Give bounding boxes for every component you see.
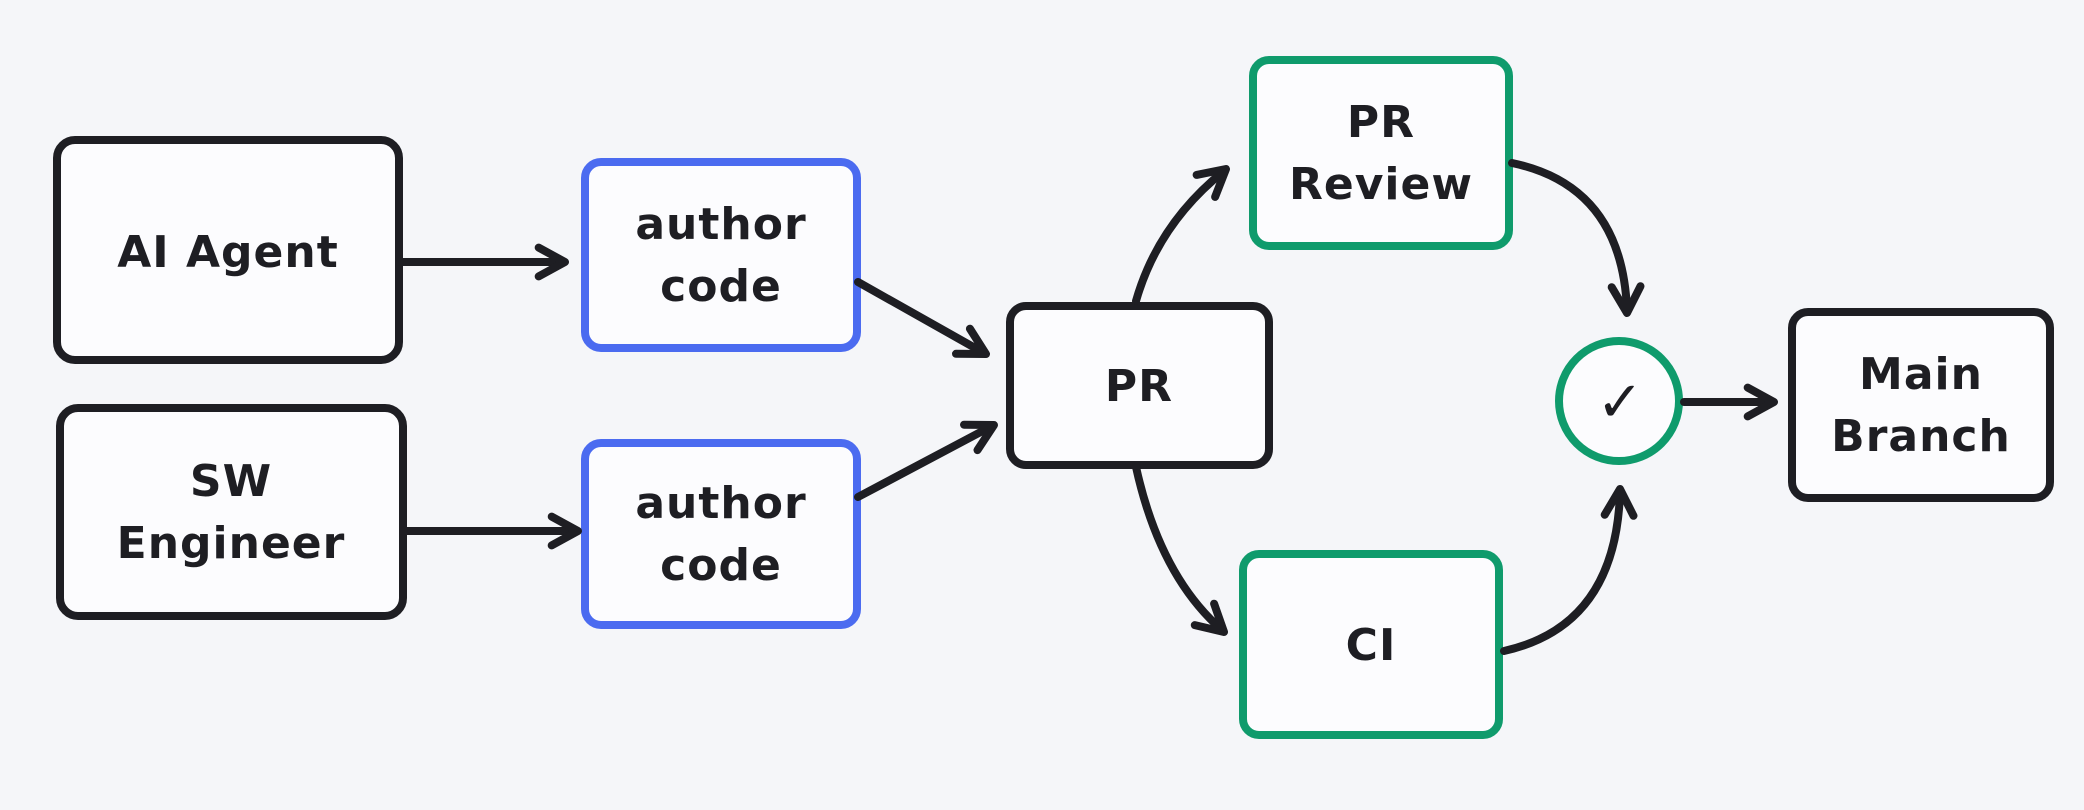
node-pr-label: PR [1105,361,1173,412]
node-author-code-top-label-line2: code [660,261,782,312]
arrowhead-ai-agent-to-author-code [534,243,569,281]
node-sw-engineer-label-line1: SW [190,456,272,507]
node-author-code-bottom-label-line1: author [635,478,806,529]
arrowhead-ci-to-check [1600,485,1638,520]
arrow-pr-review-to-check [1508,159,1631,314]
node-main-branch-label-line2: Branch [1831,411,2011,462]
node-main-branch-label-line1: Main [1859,349,1983,400]
arrowhead-pr-to-ci [1190,599,1228,636]
arrow-pr-to-pr-review [1132,167,1228,305]
node-pr [1006,302,1273,469]
arrowhead-pr-to-pr-review [1192,165,1230,201]
node-author-code-top [581,158,861,352]
node-sw-engineer-label-line2: Engineer [117,518,346,569]
arrowhead-sw-engineer-to-author-code [547,512,582,550]
node-author-code-top-label-line1: author [635,199,806,250]
check-icon: ✓ [1597,370,1644,435]
arrowhead-author-code-top-to-pr [952,324,990,358]
node-ci [1239,550,1503,739]
node-pr-review-label-line1: PR [1347,97,1415,148]
node-pr-review [1249,56,1513,250]
node-ai-agent [53,136,403,364]
node-pr-review-label-line2: Review [1289,159,1473,210]
arrow-ci-to-check [1500,488,1624,655]
node-ci-label: CI [1346,620,1397,671]
arrowhead-check-to-main-branch [1743,383,1778,421]
node-ai-agent-label: AI Agent [117,227,339,278]
node-author-code-bottom [581,439,861,629]
arrowhead-author-code-bottom-to-pr [960,420,998,455]
node-check-circle [1555,337,1683,465]
node-sw-engineer [56,404,407,620]
arrowhead-pr-review-to-check [1607,282,1645,317]
node-main-branch [1788,308,2054,502]
arrow-author-code-top-to-pr [854,278,988,357]
arrow-author-code-bottom-to-pr [854,422,996,501]
arrow-pr-to-ci [1132,463,1226,634]
node-author-code-bottom-label-line2: code [660,540,782,591]
